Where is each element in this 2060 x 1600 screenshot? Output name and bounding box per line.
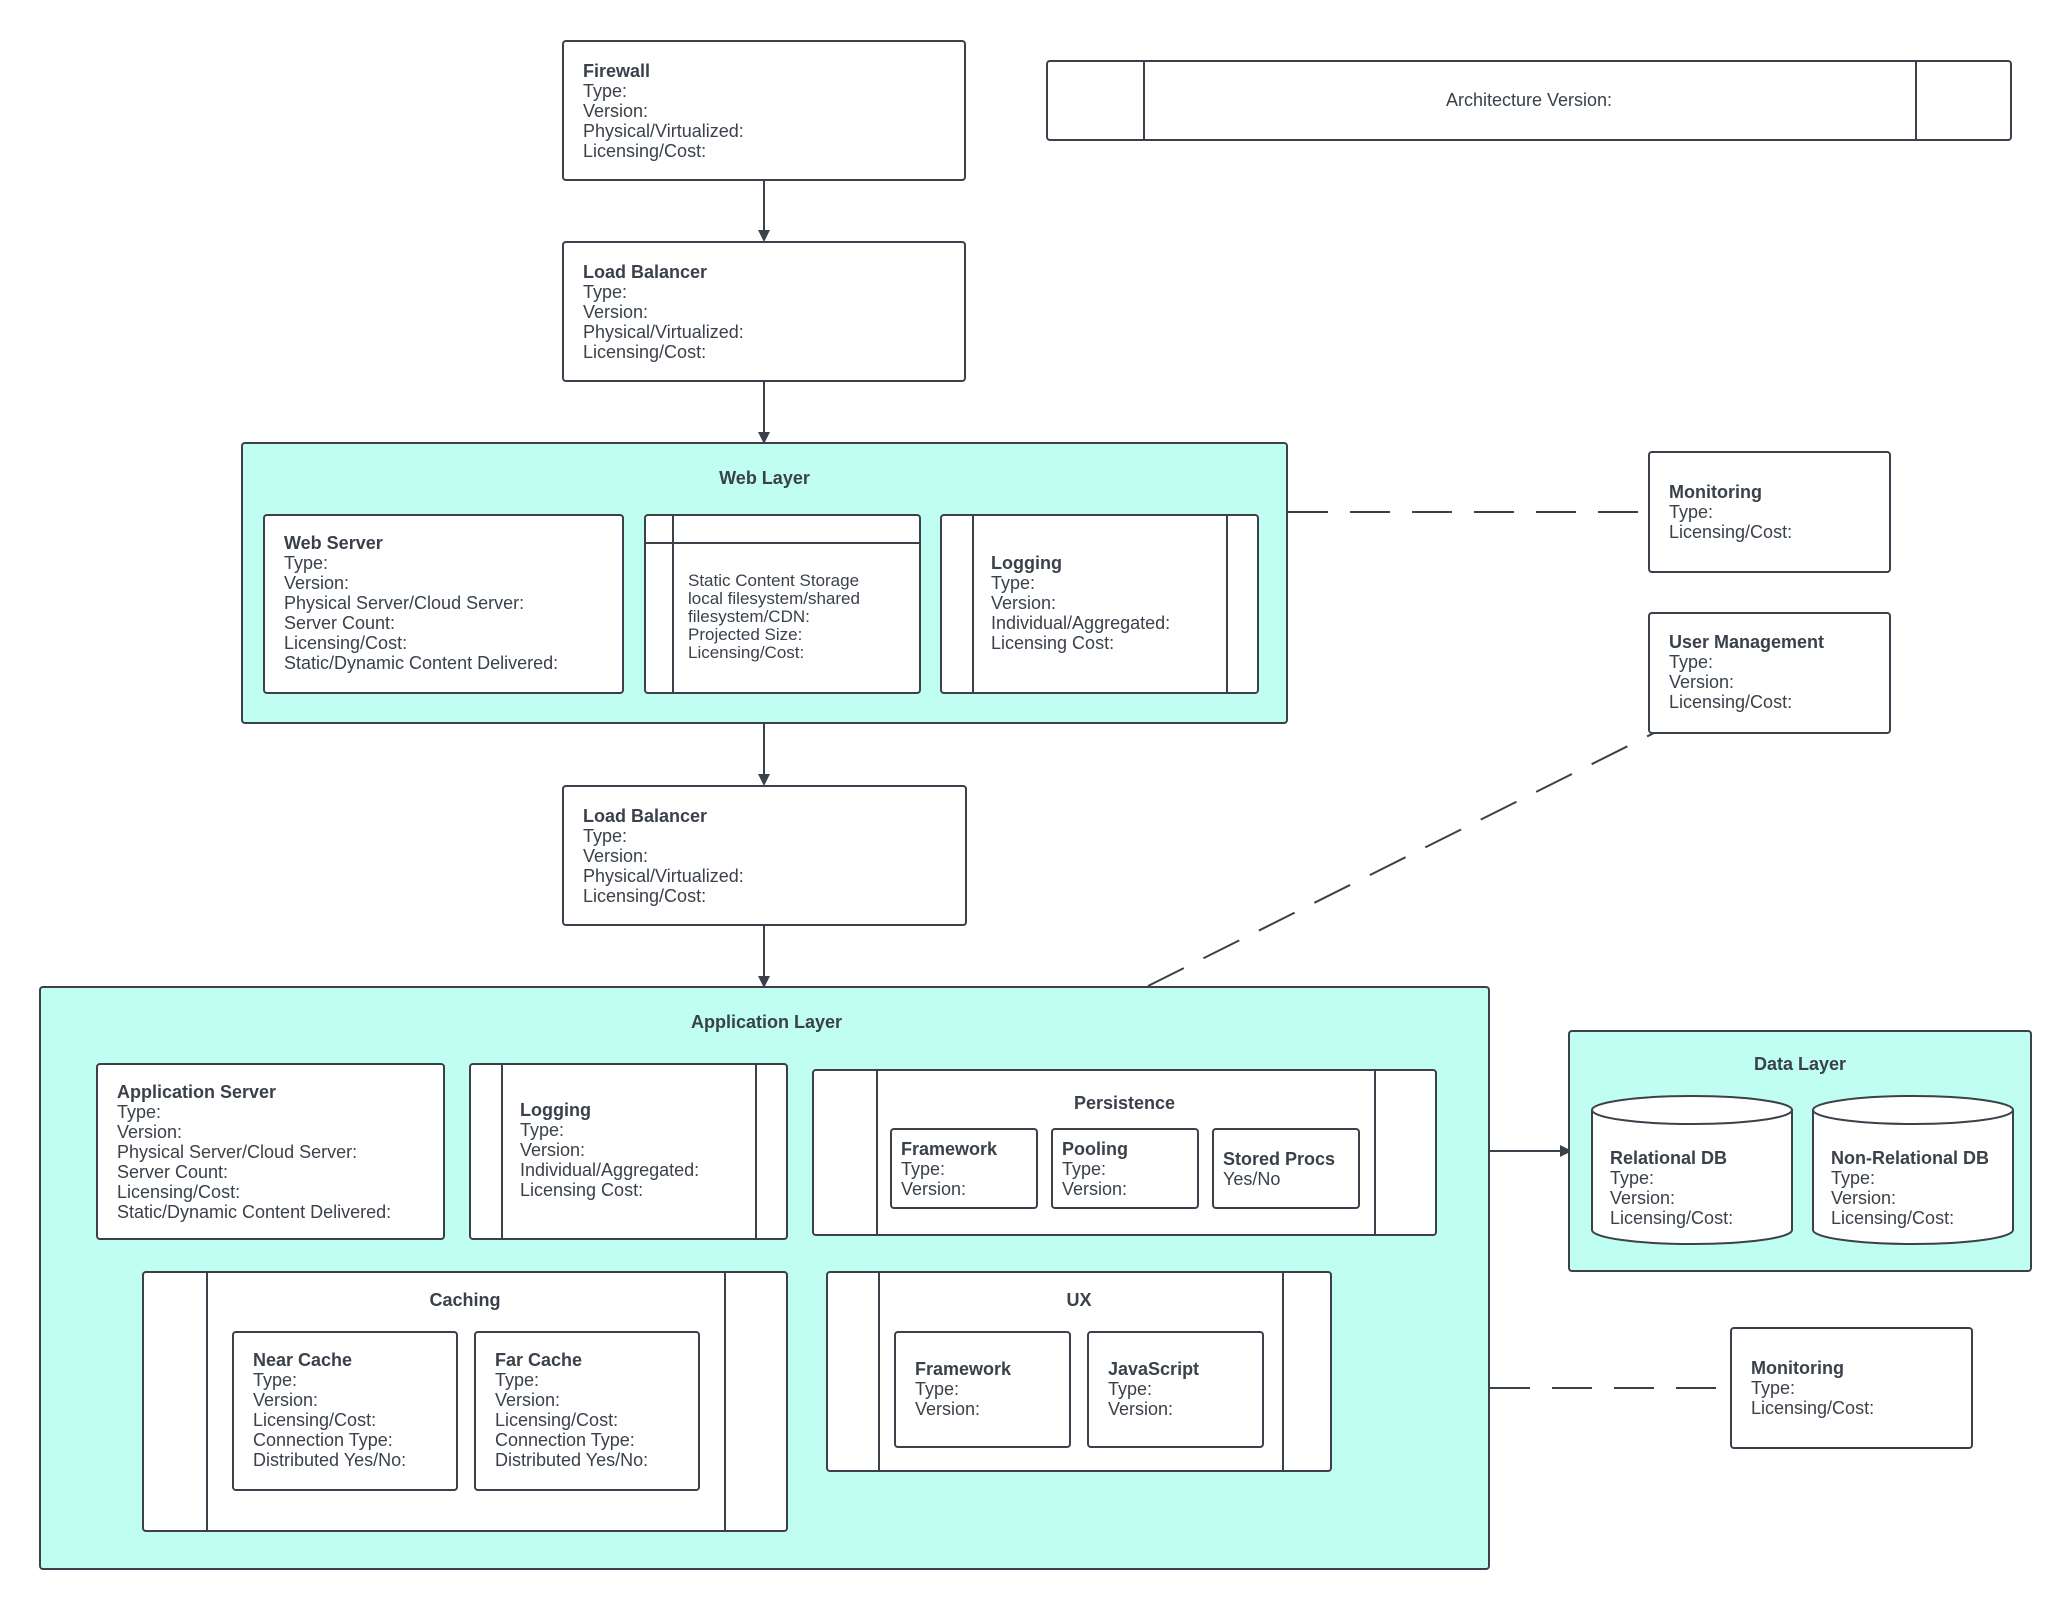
near-cache-box: Near Cache Type: Version: Licensing/Cost… [232,1331,458,1491]
web-logging-title: Logging [991,553,1062,573]
far-cache-title: Far Cache [495,1350,583,1370]
architecture-version-box: Architecture Version: [1046,60,2012,141]
app-logging-title: Logging [520,1100,591,1120]
load-balancer-bottom-box: Load Balancer Type: Version: Physical/Vi… [562,785,967,926]
data-layer: Data Layer Relational DB Type: Version: … [1568,1030,2032,1272]
persistence-title: Persistence [1073,1093,1176,1113]
caching-box: Caching Near Cache Type: Version: Licens… [142,1271,788,1532]
relational-db-title: Relational DB [1610,1148,1728,1168]
stored-procs-box: Stored Procs Yes/No [1212,1128,1360,1209]
javascript-title: JavaScript [1108,1359,1200,1379]
javascript-box: JavaScript Type: Version: [1087,1331,1264,1448]
monitoring-title: Monitoring [1751,1358,1844,1378]
firewall-box: Firewall Type: Version: Physical/Virtual… [562,40,966,181]
database-icon [1812,1095,2014,1245]
web-layer-title: Web Layer [719,468,810,488]
web-logging-box: Logging Type: Version: Individual/Aggreg… [940,514,1259,694]
monitoring-bottom-box: Monitoring Type: Licensing/Cost: [1730,1327,1973,1449]
application-layer-title: Application Layer [690,1012,843,1032]
pooling-box: Pooling Type: Version: [1051,1128,1199,1209]
web-server-box: Web Server Type: Version: Physical Serve… [263,514,624,694]
persistence-box: Persistence Framework Type: Version: Poo… [812,1069,1437,1236]
non-relational-db-cylinder: Non-Relational DB Type: Version: Licensi… [1811,1094,2015,1248]
database-icon [1591,1095,1793,1245]
ux-framework-box: Framework Type: Version: [894,1331,1071,1448]
persistence-framework-title: Framework [901,1139,998,1159]
web-layer: Web Layer Web Server Type: Version: Phys… [241,442,1288,724]
load-balancer-top-box: Load Balancer Type: Version: Physical/Vi… [562,241,966,382]
static-content-storage-box: Static Content Storage local filesystem/… [644,514,921,694]
application-server-box: Application Server Type: Version: Physic… [96,1063,445,1240]
far-cache-box: Far Cache Type: Version: Licensing/Cost:… [474,1331,700,1491]
non-relational-db-title: Non-Relational DB [1831,1148,1990,1168]
ux-box: UX Framework Type: Version: JavaScript T… [826,1271,1332,1472]
data-layer-title: Data Layer [1753,1054,1847,1074]
app-logging-box: Logging Type: Version: Individual/Aggreg… [469,1063,788,1240]
stored-procs-title: Stored Procs [1223,1149,1336,1169]
user-management-box: User Management Type: Version: Licensing… [1648,612,1891,734]
pooling-title: Pooling [1062,1139,1128,1159]
persistence-framework-box: Framework Type: Version: [890,1128,1038,1209]
architecture-version-label: Architecture Version: [1445,90,1613,110]
firewall-title: Firewall [583,61,651,81]
ux-framework-title: Framework [915,1359,1012,1379]
caching-title: Caching [429,1290,501,1310]
relational-db-cylinder: Relational DB Type: Version: Licensing/C… [1590,1094,1794,1248]
load-balancer-title: Load Balancer [583,806,708,826]
application-server-title: Application Server [117,1082,277,1102]
application-layer: Application Layer Application Server Typ… [39,986,1490,1570]
ux-title: UX [1066,1290,1092,1310]
web-server-title: Web Server [284,533,383,553]
monitoring-top-box: Monitoring Type: Licensing/Cost: [1648,451,1891,573]
monitoring-title: Monitoring [1669,482,1762,502]
load-balancer-title: Load Balancer [583,262,708,282]
user-management-title: User Management [1669,632,1825,652]
near-cache-title: Near Cache [253,1350,353,1370]
dashed-app-to-user-management [1147,731,1657,987]
